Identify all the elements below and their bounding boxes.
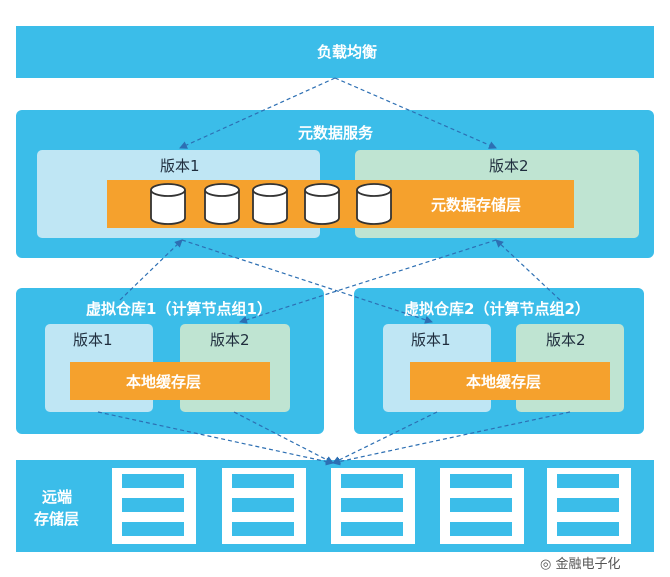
storage-rack-icon [222, 468, 306, 544]
warehouse-2-version-1-label: 版本1 [411, 331, 451, 349]
arrow-wh2-v1-to-remote [332, 411, 438, 464]
arrow-wh2-v2-to-remote [332, 411, 571, 466]
watermark-text: 金融电子化 [555, 557, 621, 572]
warehouse-1-cache-label: 本地缓存层 [126, 373, 202, 391]
warehouse-2-version-2-label: 版本2 [546, 331, 586, 349]
wechat-icon: ◎ [540, 557, 552, 572]
load-balancer-label: 负载均衡 [317, 43, 378, 61]
metadata-storage-label: 元数据存储层 [431, 196, 522, 214]
database-cylinder-icon [252, 183, 288, 225]
arrow-wh1-v1-to-remote [97, 411, 334, 466]
warehouse-2-cache-label: 本地缓存层 [466, 373, 542, 391]
watermark: ◎ 金融电子化 [540, 553, 621, 572]
database-cylinder-icon [204, 183, 240, 225]
storage-rack-icon [112, 468, 196, 544]
virtual-warehouse-1-title: 虚拟仓库1（计算节点组1） [86, 300, 272, 318]
storage-rack-icon [547, 468, 631, 544]
warehouse-1-cache-layer: 本地缓存层 [70, 362, 270, 400]
arrow-meta-v2-to-wh1 [239, 239, 497, 324]
metadata-service-title: 元数据服务 [298, 124, 374, 142]
storage-rack-icon [440, 468, 524, 544]
arrow-lb-to-meta-v2 [334, 77, 497, 149]
arrow-meta-v1-to-wh2 [181, 239, 433, 324]
storage-rack-icon [331, 468, 415, 544]
load-balancer-box: 负载均衡 [16, 26, 654, 78]
virtual-warehouse-2-title: 虚拟仓库2（计算节点组2） [404, 300, 590, 318]
arrow-lb-to-meta-v1 [179, 77, 336, 149]
remote-storage-label-line1: 远端 [42, 488, 73, 506]
database-cylinder-icon [150, 183, 186, 225]
arrow-wh1-v2-to-remote [233, 411, 334, 464]
warehouse-1-version-2-label: 版本2 [210, 331, 250, 349]
database-cylinder-icon [304, 183, 340, 225]
arrow-wh2-to-meta-v2 [495, 239, 561, 301]
remote-storage-label-line2: 存储层 [34, 510, 80, 528]
database-cylinder-icon [356, 183, 392, 225]
warehouse-2-cache-layer: 本地缓存层 [410, 362, 610, 400]
metadata-version-2-label: 版本2 [489, 157, 529, 175]
metadata-version-1-label: 版本1 [160, 157, 200, 175]
warehouse-1-version-1-label: 版本1 [73, 331, 113, 349]
arrow-wh1-to-meta-v1 [119, 239, 183, 301]
